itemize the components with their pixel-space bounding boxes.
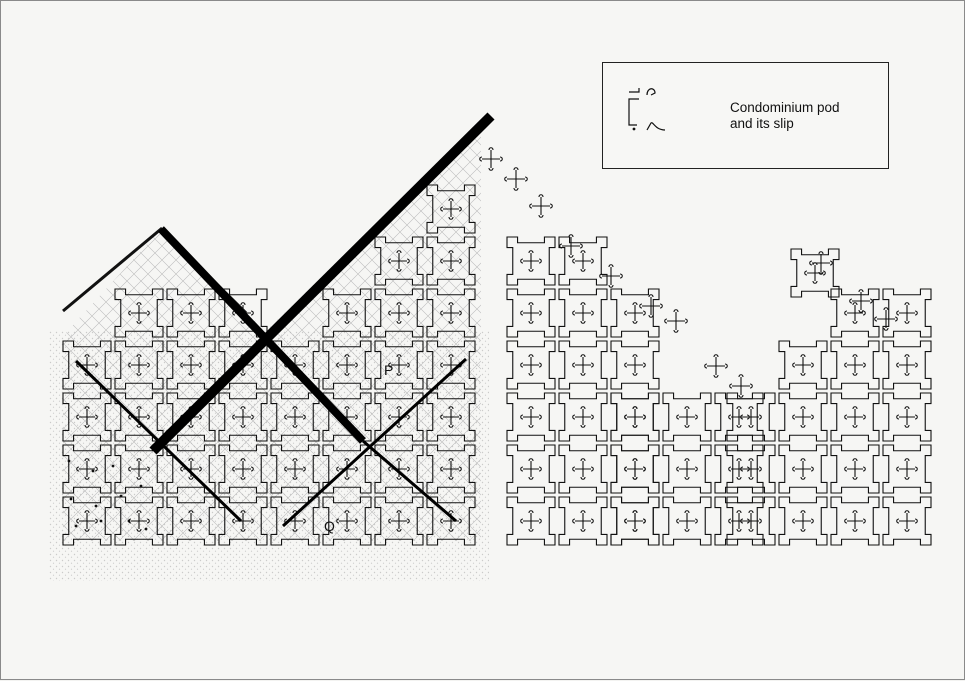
star-dot bbox=[70, 498, 73, 501]
star-dot bbox=[140, 485, 143, 488]
star-dot bbox=[145, 528, 148, 531]
star-dot bbox=[68, 460, 71, 463]
legend-text: Condominium pod and its slip bbox=[730, 100, 840, 132]
star-dot bbox=[75, 525, 78, 528]
star-dot bbox=[120, 495, 123, 498]
star-dot bbox=[92, 470, 95, 473]
star-dot bbox=[95, 505, 98, 508]
label-p: P bbox=[384, 362, 393, 378]
star-dot bbox=[112, 465, 115, 468]
legend-box: Condominium pod and its slip bbox=[602, 62, 889, 169]
label-q: Q bbox=[324, 518, 335, 534]
condominium-pod-icon bbox=[625, 85, 675, 140]
star-dot bbox=[128, 520, 131, 523]
star-dot bbox=[100, 520, 103, 523]
